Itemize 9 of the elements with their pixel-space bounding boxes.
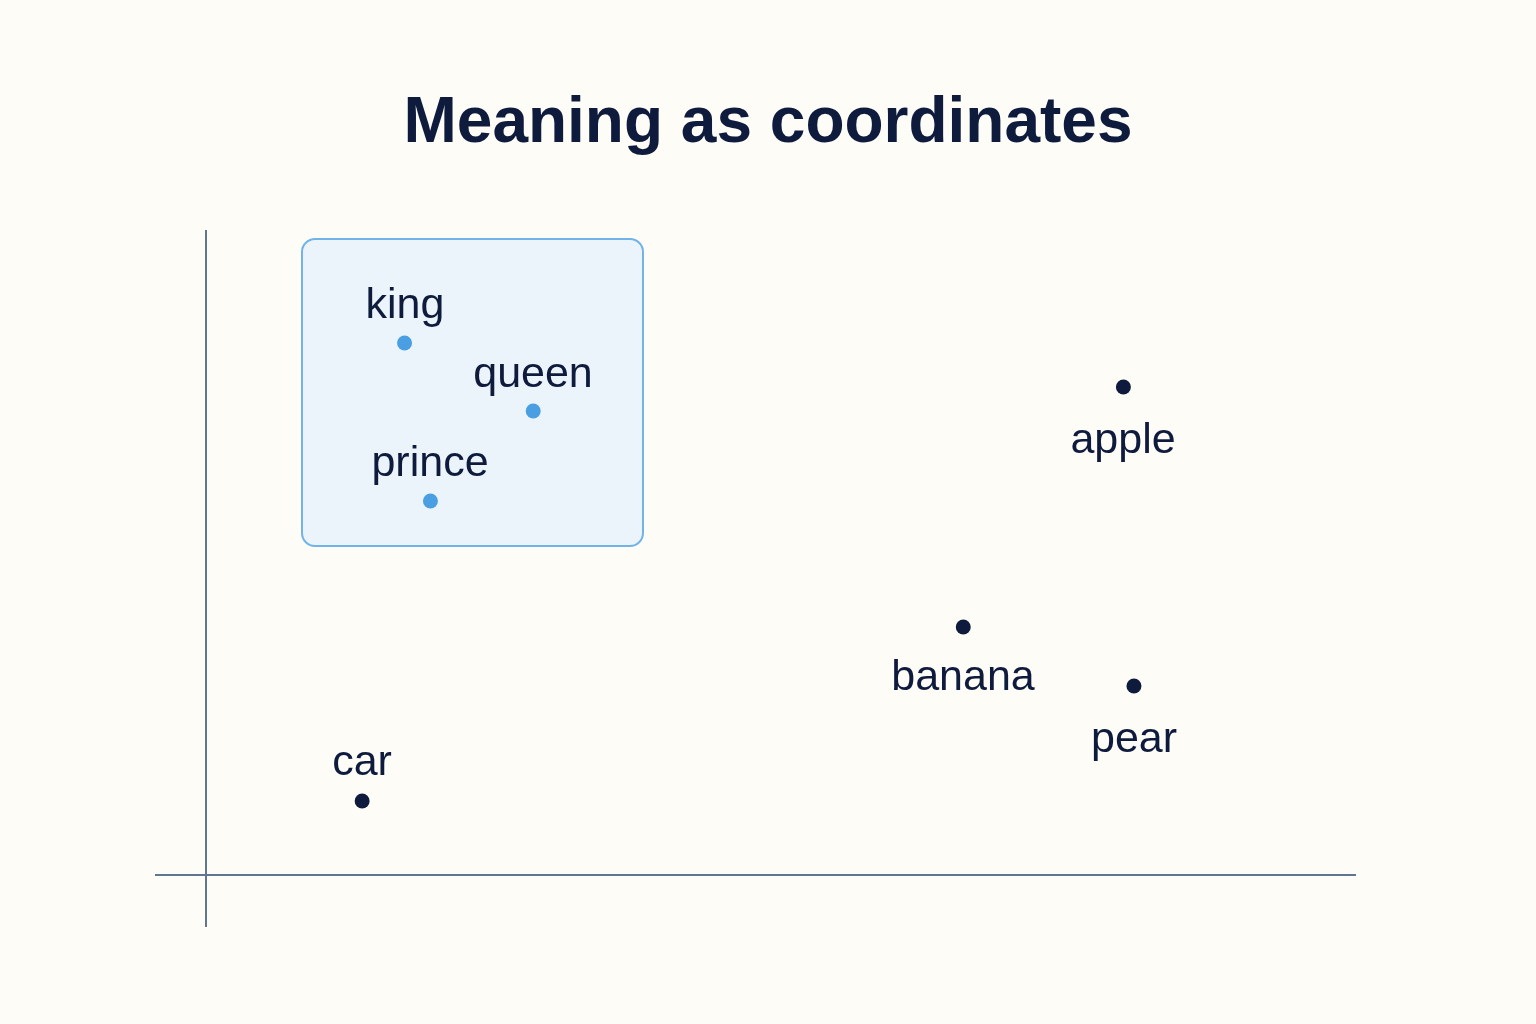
chart-title: Meaning as coordinates	[403, 84, 1133, 156]
highlight-region	[301, 238, 644, 547]
point-label: prince	[371, 437, 489, 485]
point-label: pear	[1090, 713, 1178, 761]
point-label: banana	[891, 651, 1035, 699]
point-label: queen	[473, 348, 593, 396]
point-label: car	[332, 736, 392, 784]
point-label: king	[365, 279, 445, 327]
point-label: apple	[1070, 414, 1176, 462]
